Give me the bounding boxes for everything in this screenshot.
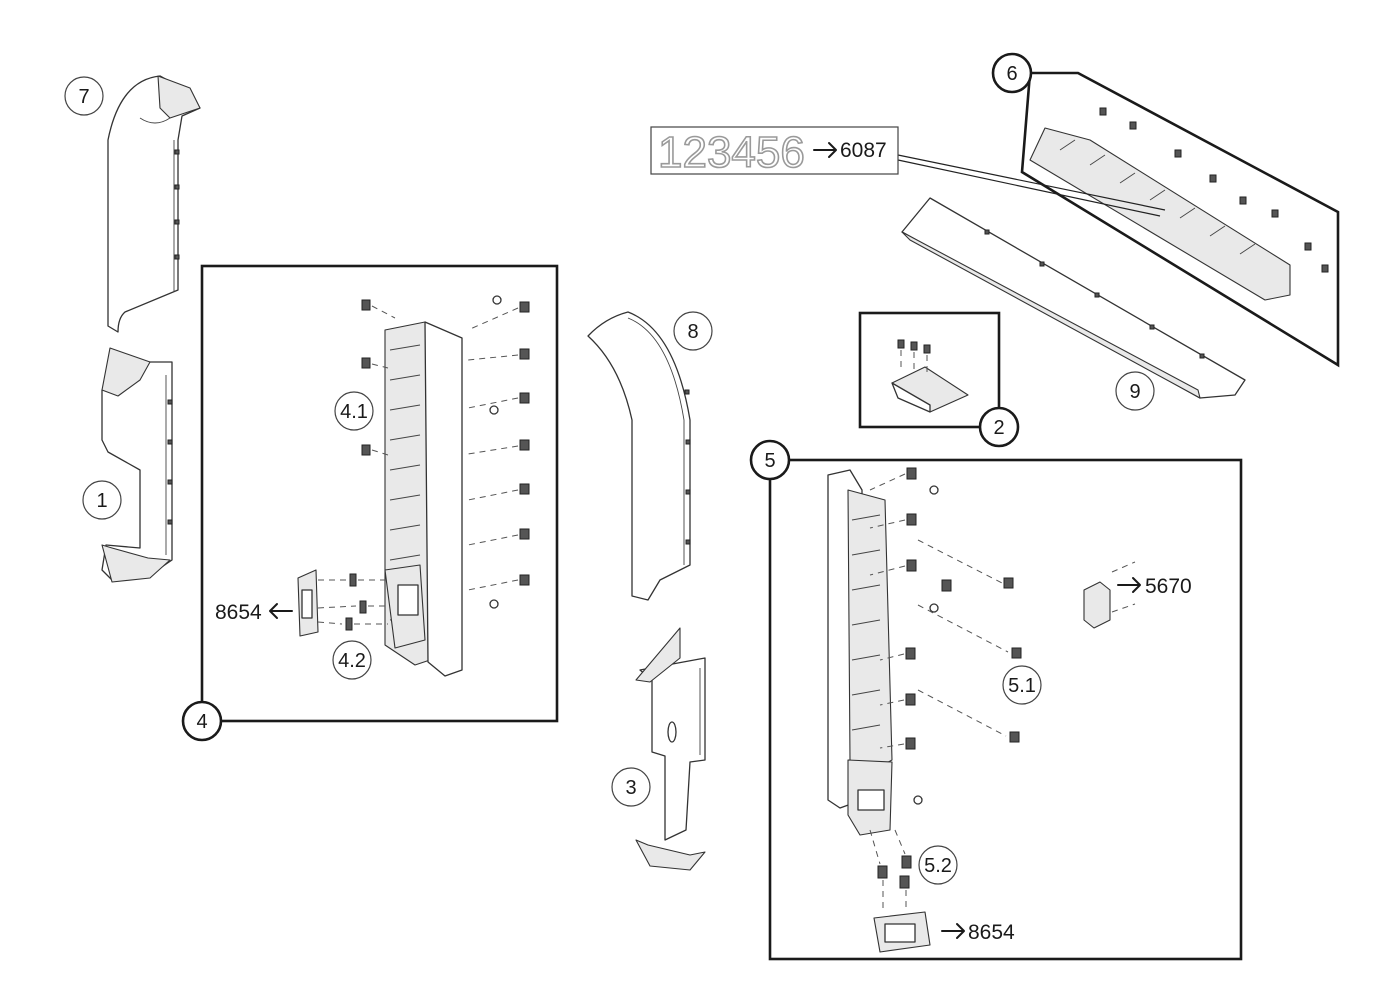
- callout-4-1: 4.1: [334, 391, 374, 431]
- label-number: 123456: [658, 128, 805, 177]
- assembly-5-frame: [768, 458, 1243, 961]
- callout-2: 2: [978, 406, 1020, 448]
- part-3-panel: [635, 627, 706, 871]
- assembly-6-frame: [1020, 71, 1340, 368]
- callout-4: 4: [181, 700, 223, 742]
- svg-text:4.2: 4.2: [338, 650, 366, 672]
- svg-text:7: 7: [78, 86, 89, 108]
- svg-text:9: 9: [1129, 381, 1140, 403]
- callout-8: 8: [673, 311, 713, 351]
- svg-text:4.1: 4.1: [340, 401, 368, 423]
- part-7-panel: [107, 75, 201, 333]
- svg-text:2: 2: [993, 417, 1004, 439]
- svg-text:4: 4: [196, 711, 207, 733]
- arrow-right-icon: [1117, 577, 1141, 593]
- part-2-bracket: [891, 339, 969, 413]
- part-4-bracket: [384, 321, 463, 677]
- callout-5-1: 5.1: [1002, 665, 1042, 705]
- svg-text:1: 1: [96, 490, 107, 512]
- assembly-4-frame: [200, 264, 559, 723]
- label-6087-leader: [897, 154, 1166, 217]
- ref-8654-left: 8654: [215, 601, 262, 624]
- assembly-2-frame: [858, 311, 1001, 429]
- callout-1: 1: [82, 480, 122, 520]
- ref-5670: 5670: [1145, 575, 1192, 598]
- callout-4-2: 4.2: [332, 640, 372, 680]
- part-5-1-fasteners: [869, 467, 1022, 805]
- part-1-panel: [101, 347, 173, 583]
- svg-text:3: 3: [625, 777, 636, 799]
- arrow-right-icon: [941, 923, 965, 939]
- callout-7: 7: [64, 76, 104, 116]
- part-4-2-fasteners: [297, 569, 388, 637]
- svg-text:5.1: 5.1: [1008, 675, 1036, 697]
- ref-8654-right: 8654: [968, 921, 1015, 944]
- part-4-clips: [361, 295, 530, 609]
- part-5-2-fasteners: 8654: [869, 829, 1015, 953]
- callout-5: 5: [749, 439, 791, 481]
- svg-text:8: 8: [687, 321, 698, 343]
- callout-6: 6: [991, 52, 1033, 94]
- arrow-right-icon: [813, 142, 837, 158]
- callout-9: 9: [1115, 371, 1155, 411]
- part-9-plate: [901, 197, 1246, 399]
- svg-text:5: 5: [764, 450, 775, 472]
- part-8-panel: [587, 311, 691, 601]
- label-plate-6087: 123456 6087: [650, 126, 899, 178]
- callout-3: 3: [611, 767, 651, 807]
- svg-text:6: 6: [1006, 63, 1017, 85]
- svg-text:5.2: 5.2: [924, 855, 952, 877]
- part-6-bracket: [1029, 107, 1329, 301]
- callout-5-2: 5.2: [918, 845, 958, 885]
- part-5-bracket: [827, 469, 893, 836]
- part-5670-connector: 5670: [1083, 561, 1192, 629]
- arrow-left-icon: [269, 603, 293, 619]
- ref-6087: 6087: [840, 139, 887, 162]
- ref-8654-left-group: 8654: [215, 601, 293, 624]
